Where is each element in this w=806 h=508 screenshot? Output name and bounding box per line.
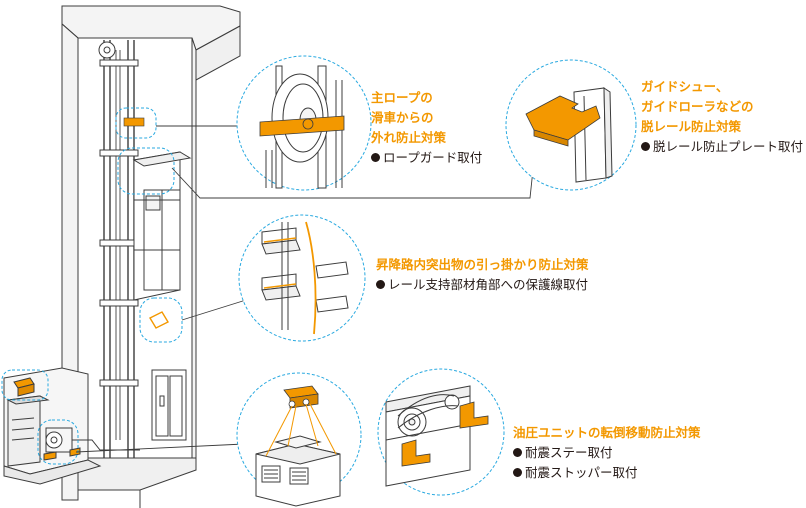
elevator-shaft <box>61 5 241 508</box>
annotation-title-line: 滑車からの <box>371 110 434 125</box>
bullet-icon <box>641 142 650 151</box>
annotation-title-line: 昇降路内突出物の引っ掛かり防止対策 <box>376 257 589 272</box>
annotation-derail-prevention: ガイドシュー、 ガイドローラなどの 脱レール防止対策 脱レール防止プレート取付 <box>641 77 803 157</box>
detail-seismic-stopper <box>377 368 505 496</box>
highlight-markers <box>1 107 183 465</box>
seismic-stopper-right <box>459 401 489 429</box>
protective-wire <box>305 221 317 335</box>
annotation-title-line: ガイドシュー、 <box>641 79 729 94</box>
annotation-item-text: レール支持部材角部への保護線取付 <box>388 277 589 292</box>
annotation-rope-guard: 主ロープの 滑車からの 外れ防止対策 ロープガード取付 <box>371 88 482 168</box>
detail-rope-guard <box>236 55 372 191</box>
annotation-title-line: 脱レール防止対策 <box>641 119 742 134</box>
annotation-hydraulic-unit: 油圧ユニットの転倒移動防止対策 耐震ステー取付 耐震ストッパー取付 <box>513 423 701 483</box>
bullet-icon <box>376 280 385 289</box>
annotation-item-text: ロープガード取付 <box>383 150 483 165</box>
annotation-item-text: 耐震ステー取付 <box>525 445 613 460</box>
bullet-icon <box>513 468 522 477</box>
bullet-icon <box>513 448 522 457</box>
detail-seismic-stay <box>236 372 362 507</box>
hydraulic-unit <box>7 395 41 467</box>
seismic-stopper-left <box>401 439 431 467</box>
annotation-title-line: 外れ防止対策 <box>371 130 447 145</box>
bullet-icon <box>371 153 380 162</box>
annotation-title-line: ガイドローラなどの <box>641 99 754 114</box>
annotation-hoistway-protrusion: 昇降路内突出物の引っ掛かり防止対策 レール支持部材角部への保護線取付 <box>376 255 589 295</box>
annotation-title-line: 主ロープの <box>371 90 433 105</box>
annotation-item-text: 耐震ストッパー取付 <box>525 465 638 480</box>
elevator-car <box>132 151 192 301</box>
connector-lines <box>75 125 535 453</box>
annotation-item: 耐震ステー取付 <box>513 443 701 463</box>
rope-guard-bar <box>259 115 345 137</box>
annotation-item: ロープガード取付 <box>371 148 482 168</box>
detail-derail-plate <box>505 59 637 191</box>
annotation-item: 耐震ストッパー取付 <box>513 463 701 483</box>
shaft-wall-right <box>191 37 197 471</box>
annotation-item: 脱レール防止プレート取付 <box>641 137 803 157</box>
annotation-item-text: 脱レール防止プレート取付 <box>653 139 804 154</box>
annotation-item: レール支持部材角部への保護線取付 <box>376 275 589 295</box>
annotation-title-line: 油圧ユニットの転倒移動防止対策 <box>513 425 701 440</box>
detail-protective-wire <box>238 214 366 342</box>
